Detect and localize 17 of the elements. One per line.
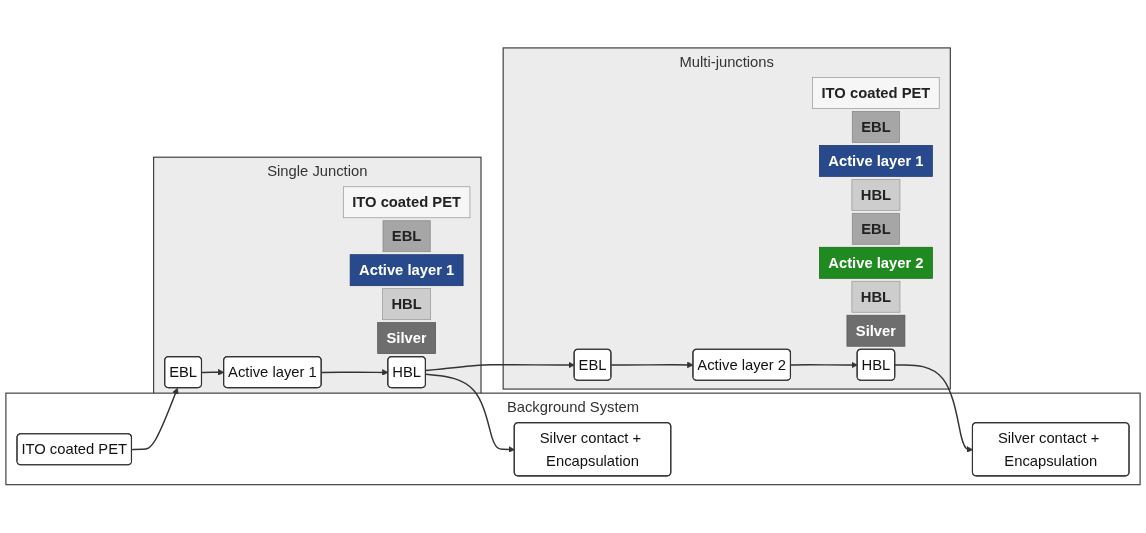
node-box: HBL: [851, 179, 901, 211]
arrow: [790, 361, 858, 369]
node-box: ITO coated PET: [812, 77, 940, 110]
node-box: EBL: [382, 220, 431, 253]
arrow: [425, 373, 515, 453]
node-box: Silver: [846, 315, 906, 347]
arrow: [131, 387, 179, 451]
node-box: ITO coated PET: [342, 186, 471, 219]
node-box: HBL: [382, 288, 432, 321]
node-box: EBL: [851, 213, 900, 245]
node-box: Silver: [377, 322, 436, 355]
node-box: EBL: [851, 111, 900, 143]
arrow: [425, 362, 575, 372]
node-box: Active layer 1: [819, 145, 933, 177]
node-box: Active layer 1: [349, 254, 464, 287]
node-box: Active layer 2: [819, 247, 933, 279]
node-box: HBL: [851, 281, 901, 313]
